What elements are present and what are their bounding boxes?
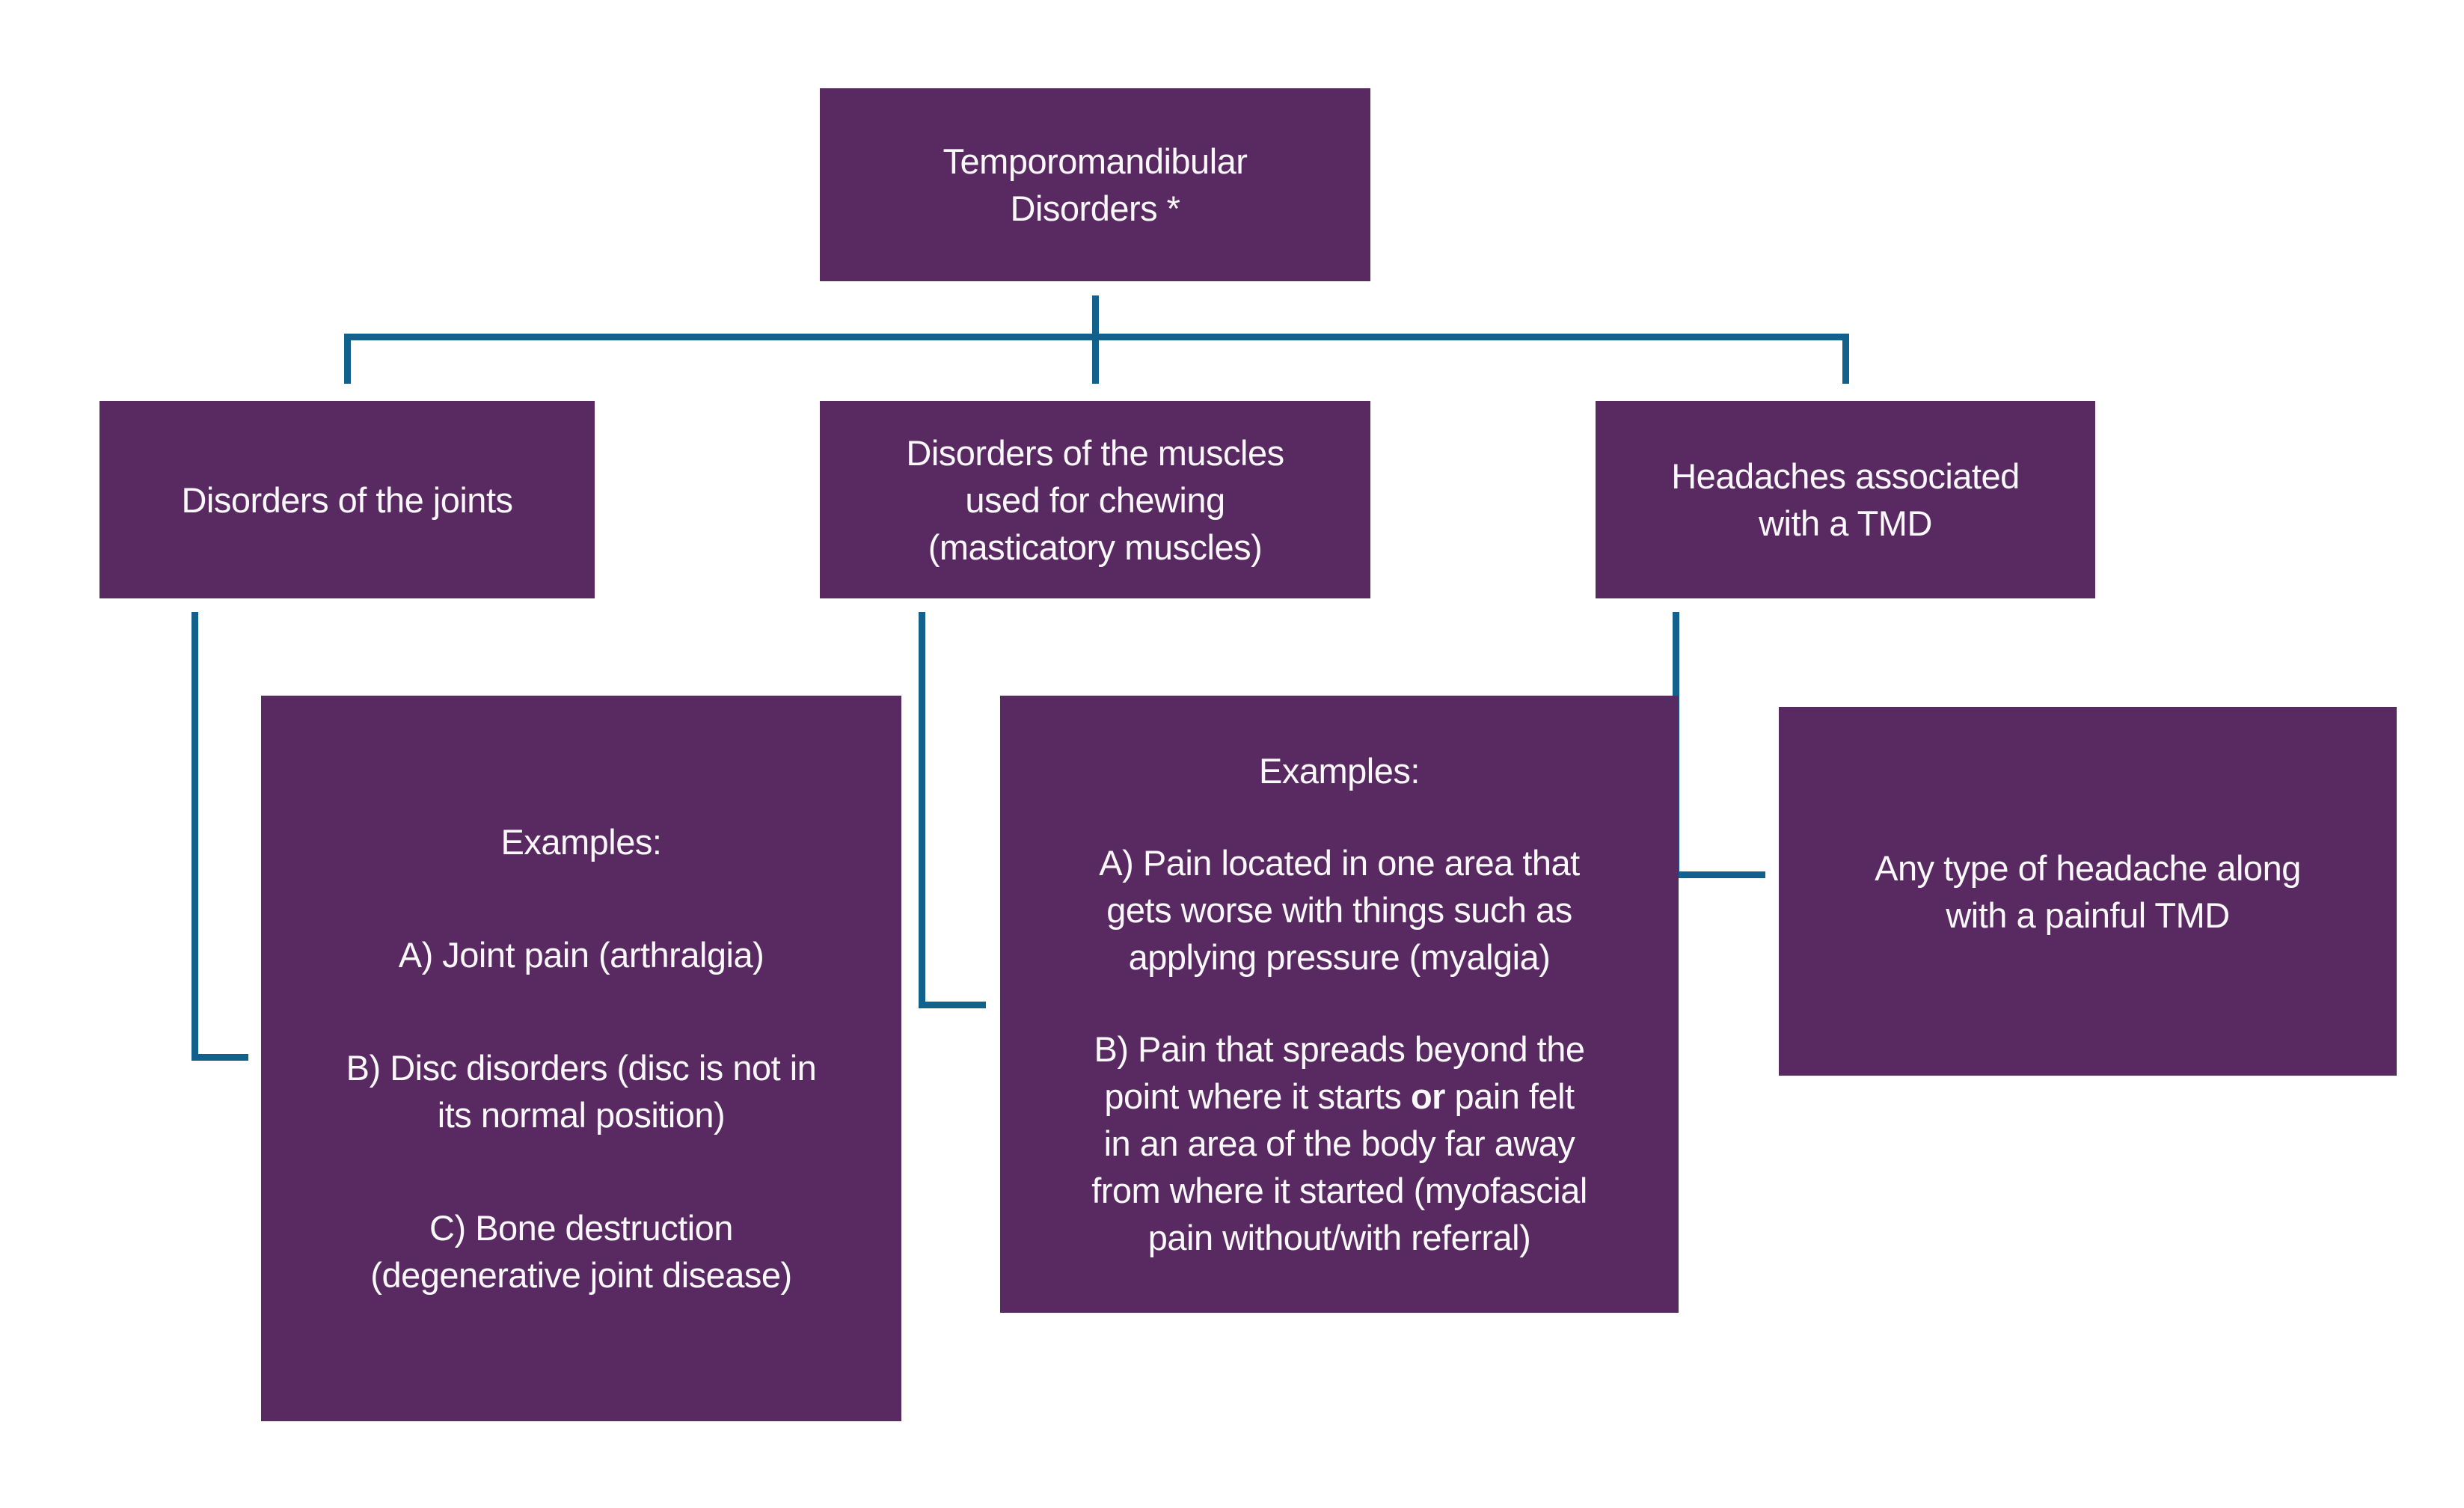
- connector-joints-elbow-horizontal: [191, 1054, 248, 1061]
- examples-muscles-item-b-or: or: [1410, 1076, 1446, 1116]
- examples-joints-heading: Examples:: [500, 822, 662, 862]
- node-muscles-label: Disorders of the muscles used for chewin…: [906, 432, 1284, 567]
- node-temporomandibular-disorders: Temporomandibular Disorders *: [820, 88, 1370, 281]
- examples-muscles-item-b-text1: B) Pain that spreads beyond the point wh…: [1094, 1029, 1586, 1116]
- node-examples-joints: Examples: A) Joint pain (arthralgia) B) …: [261, 696, 901, 1421]
- node-headaches-label: Headaches associated with a TMD: [1671, 456, 2020, 543]
- node-headaches-with-tmd: Headaches associated with a TMD: [1596, 401, 2095, 598]
- connector-horizontal-rail: [344, 334, 1849, 340]
- node-examples-muscles: Examples: A) Pain located in one area th…: [1000, 696, 1679, 1313]
- examples-muscles-heading: Examples:: [1259, 751, 1420, 791]
- examples-muscles-item-b: B) Pain that spreads beyond the point wh…: [1091, 1026, 1587, 1261]
- connector-muscles-elbow-vertical: [919, 612, 925, 1008]
- examples-joints-item-b: B) Disc disorders (disc is not in its no…: [346, 1048, 817, 1135]
- connector-joints-elbow-vertical: [191, 612, 198, 1061]
- connector-muscles-elbow-horizontal: [919, 1002, 986, 1008]
- examples-muscles-item-b-text2: pain felt in an area of the body far awa…: [1091, 1076, 1587, 1257]
- examples-joints-item-c: C) Bone destruction (degenerative joint …: [370, 1208, 792, 1295]
- examples-joints-item-a: A) Joint pain (arthralgia): [398, 935, 764, 975]
- connector-drop-headaches: [1842, 334, 1849, 384]
- node-disorders-of-muscles: Disorders of the muscles used for chewin…: [820, 401, 1370, 598]
- connector-headache-elbow-horizontal: [1673, 871, 1765, 878]
- node-joints-label: Disorders of the joints: [181, 479, 513, 520]
- node-disorders-of-joints: Disorders of the joints: [99, 401, 595, 598]
- examples-headache-text: Any type of headache along with a painfu…: [1875, 848, 2301, 935]
- node-examples-headache: Any type of headache along with a painfu…: [1779, 707, 2397, 1076]
- node-root-label: Temporomandibular Disorders *: [943, 141, 1248, 228]
- examples-muscles-item-a: A) Pain located in one area that gets wo…: [1099, 843, 1580, 977]
- connector-drop-joints: [344, 334, 351, 384]
